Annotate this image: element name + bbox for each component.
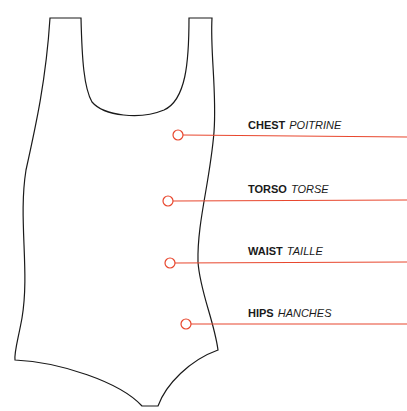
measure-point <box>165 258 175 268</box>
measure-label-translation: HANCHES <box>278 307 332 320</box>
measure-label: CHEST <box>248 119 285 132</box>
measure-point <box>181 319 191 329</box>
swimsuit-outline <box>15 18 218 406</box>
measure-label-translation: TORSE <box>291 183 329 196</box>
measure-label-translation: TAILLE <box>287 245 323 258</box>
measure-point <box>173 130 183 140</box>
measure-point <box>163 196 173 206</box>
measure-label: HIPS <box>248 307 274 320</box>
leader-line <box>183 135 407 137</box>
leader-line <box>175 262 407 263</box>
measure-label: WAIST <box>248 245 283 258</box>
measure-label: TORSO <box>248 183 287 196</box>
leader-line <box>173 200 407 201</box>
measure-label-translation: POITRINE <box>289 119 341 132</box>
leader-line <box>191 323 407 324</box>
